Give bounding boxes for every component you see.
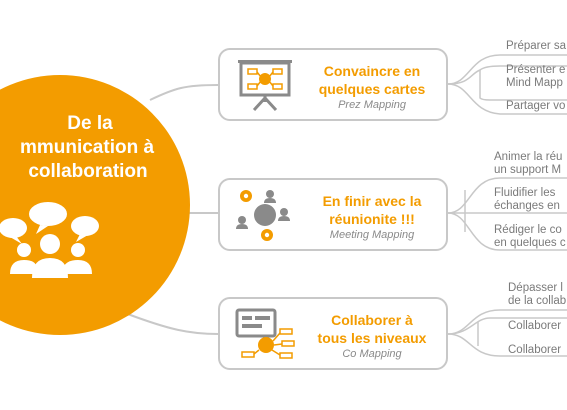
card-title: Collaborer à tous les niveaux — [304, 311, 440, 347]
connector-card-3 — [124, 312, 219, 335]
card-subtitle: Meeting Mapping — [329, 229, 415, 241]
card-title-line1: En finir avec la — [322, 193, 422, 209]
card-title: Convaincre en quelques cartes — [304, 62, 440, 98]
leaf-item[interactable]: Rédiger le co en quelques c — [494, 224, 566, 250]
card-title-line1: Convaincre en — [323, 63, 421, 79]
card-co-mapping[interactable]: Collaborer à tous les niveaux Co Mapping — [218, 297, 448, 370]
leaf-item[interactable]: Collaborer — [508, 344, 561, 357]
leaf-line: Collaborer — [508, 344, 562, 356]
leaf-connectors-3 — [447, 309, 567, 357]
leaf-connectors-1 — [447, 54, 567, 115]
card-meeting-mapping[interactable]: En finir avec la réunionite !!! Meeting … — [218, 178, 448, 251]
leaf-line: Mind Mapp — [506, 77, 563, 89]
card-title-line2: quelques cartes — [318, 81, 426, 97]
leaf-item[interactable]: Partager vo — [506, 100, 565, 113]
card-title-line2: tous les niveaux — [317, 330, 427, 346]
card-prez-mapping[interactable]: Convaincre en quelques cartes Prez Mappi… — [218, 48, 448, 121]
leaf-line: Fluidifier les — [494, 187, 556, 199]
center-title-line1: De la — [67, 113, 113, 134]
presentation-board-icon — [238, 60, 292, 112]
card-title-line2: réunionite !!! — [329, 211, 415, 227]
center-title-line3: collaboration — [28, 161, 148, 182]
leaf-item[interactable]: Dépasser l de la collab — [508, 282, 566, 308]
card-title-line1: Collaborer à — [331, 312, 413, 328]
connector-card-1 — [149, 84, 219, 101]
center-title: De la mmunication à collaboration — [0, 112, 180, 184]
leaf-line: un support M — [494, 164, 562, 176]
leaf-item[interactable]: Préparer sa — [506, 40, 566, 53]
card-subtitle: Co Mapping — [342, 348, 402, 360]
card-subtitle: Prez Mapping — [338, 99, 406, 111]
center-title-line2: mmunication à — [19, 137, 155, 158]
leaf-line: de la collab — [508, 295, 567, 307]
leaf-connectors-2 — [447, 177, 567, 251]
leaf-line: Dépasser l — [508, 282, 563, 294]
leaf-item[interactable]: Collaborer — [508, 320, 561, 333]
leaf-item[interactable]: Fluidifier les échanges en — [494, 187, 560, 213]
collaboration-map-icon — [235, 308, 295, 359]
leaf-line: échanges en — [494, 200, 560, 212]
leaf-line: Collaborer — [508, 320, 562, 332]
card-title: En finir avec la réunionite !!! — [304, 192, 440, 228]
leaf-item[interactable]: Animer la réu un support M — [494, 151, 562, 177]
meeting-people-icon — [236, 190, 290, 241]
leaf-line: Animer la réu — [494, 151, 563, 163]
people-speech-icon — [0, 200, 99, 278]
leaf-line: Préparer sa — [506, 40, 567, 52]
leaf-line: Rédiger le co — [494, 224, 562, 236]
leaf-line: Présenter e — [506, 64, 566, 76]
leaf-item[interactable]: Présenter e Mind Mapp — [506, 64, 565, 90]
leaf-line: en quelques c — [494, 237, 566, 249]
leaf-line: Partager vo — [506, 100, 566, 112]
